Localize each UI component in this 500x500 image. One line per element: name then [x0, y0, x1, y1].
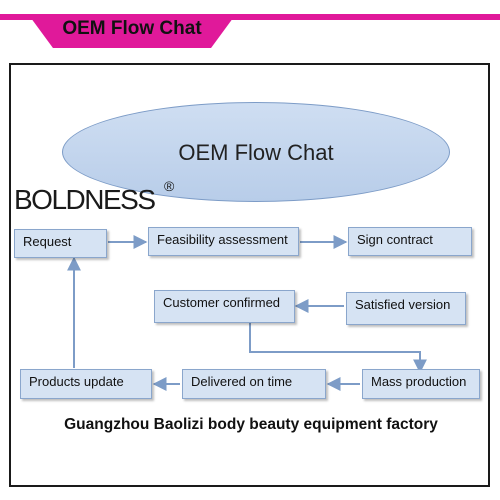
arrow-confirmed-to-mass: [249, 322, 427, 374]
node-customer-confirmed: Customer confirmed: [154, 290, 295, 323]
title-ellipse: [62, 102, 450, 202]
banner-stripe: [0, 14, 500, 20]
diagram-frame: [9, 63, 490, 487]
node-sign-contract: Sign contract: [348, 227, 472, 256]
node-products-update: Products update: [20, 369, 152, 399]
node-delivered-on-time: Delivered on time: [182, 369, 326, 399]
company-name: Guangzhou Baolizi body beauty equipment …: [64, 416, 438, 433]
banner-tab: [28, 14, 236, 48]
diagram-title: OEM Flow Chat: [178, 140, 334, 165]
node-feasibility-assessment: Feasibility assessment: [148, 227, 299, 256]
brand-logo: BOLDNESS: [14, 184, 156, 215]
banner-title: OEM Flow Chat: [62, 18, 202, 39]
registered-mark: ®: [164, 178, 175, 194]
node-request: Request: [14, 229, 107, 258]
node-mass-production: Mass production: [362, 369, 480, 399]
node-satisfied-version: Satisfied version: [346, 292, 466, 325]
